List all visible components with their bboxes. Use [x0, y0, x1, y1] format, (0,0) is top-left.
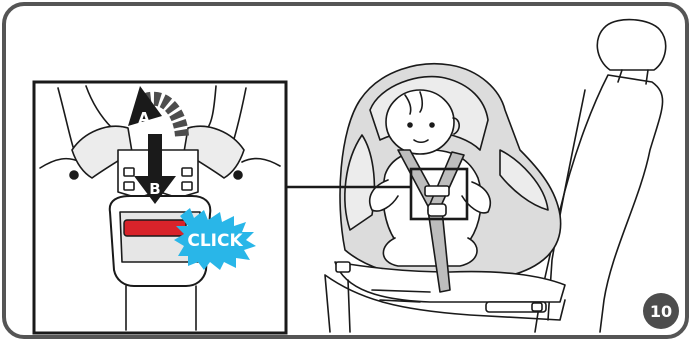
baby-head [386, 90, 454, 154]
arrow-b-label: B [149, 180, 160, 198]
arrow-a-label: A [138, 109, 150, 127]
red-buckle-button [124, 220, 186, 236]
right-tongue-hole [234, 171, 242, 179]
baby-legs [383, 238, 477, 266]
step-number: 10 [650, 302, 672, 321]
step-badge: 10 [643, 293, 679, 329]
baby-eye-left [408, 123, 412, 127]
base-indicator [532, 303, 542, 311]
left-tongue-hole [70, 171, 78, 179]
click-label: CLICK [187, 231, 243, 251]
harness-buckle [428, 204, 446, 216]
baby-eye-right [430, 123, 434, 127]
arrow-b-shaft [148, 134, 162, 180]
vehicle-headrest [597, 20, 665, 70]
base-button [336, 262, 350, 272]
harness-chest-clip [425, 186, 449, 196]
